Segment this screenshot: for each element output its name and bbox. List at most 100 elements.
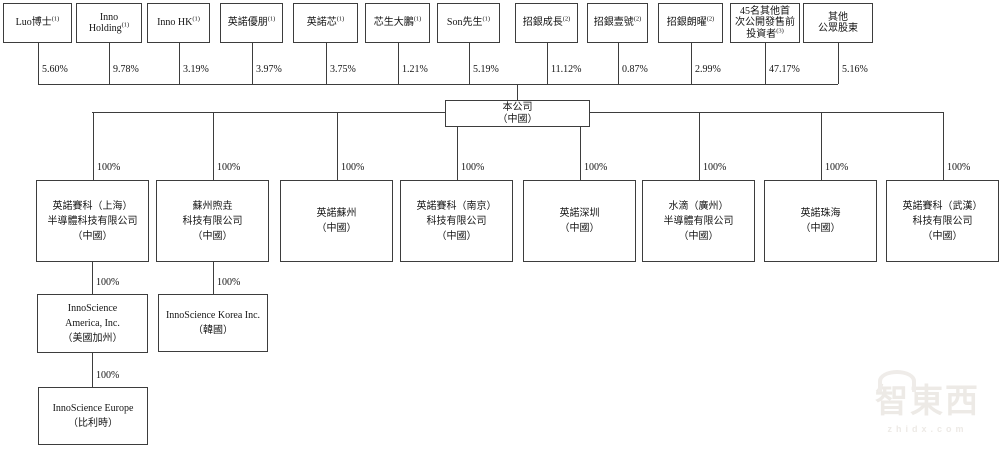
footnote-marker: (1) — [482, 15, 491, 23]
node-label: 英諾賽科（南京）科技有限公司（中國） — [403, 199, 510, 244]
ownership-percentage: 100% — [584, 162, 608, 173]
connector-line — [179, 43, 180, 84]
node-label: 蘇州煦垚科技有限公司 （中國） — [159, 199, 266, 244]
subsidiary-box: 英諾蘇州（中國） — [280, 180, 393, 262]
shareholder-box: Luo博士(1) — [3, 3, 72, 43]
node-line: Inno HK — [157, 17, 193, 29]
ownership-percentage: 3.19% — [183, 64, 209, 75]
node-label: Inno Holding(1) — [79, 12, 139, 35]
shareholder-box: Inno HK(1) — [147, 3, 210, 43]
node-line: 半導體科技有限公司 — [47, 215, 138, 227]
subsidiary-box: 水滴（廣州） 半導體有限公司 （中國） — [642, 180, 755, 262]
ownership-percentage: 100% — [703, 162, 727, 173]
footnote-marker: (2) — [562, 15, 571, 23]
node-line: 蘇州煦垚 — [192, 200, 233, 212]
node-line: InnoScience Europe — [52, 403, 134, 414]
node-line: （中國） — [678, 230, 719, 242]
node-label: 英諾珠海（中國） — [767, 206, 874, 236]
subsidiary-box: 英諾深圳 （中國） — [523, 180, 636, 262]
node-label: 招銀成長(2) — [518, 15, 575, 29]
node-line: 45名其他首 — [740, 5, 790, 17]
node-line: 科技有限公司 — [182, 215, 243, 227]
node-line: 其他 — [828, 11, 848, 23]
node-label: Luo博士(1) — [6, 16, 69, 29]
ownership-percentage: 5.16% — [842, 64, 868, 75]
footnote-marker: (1) — [121, 21, 130, 29]
footnote-marker: (1) — [192, 15, 200, 23]
node-line: 公眾股東 — [818, 23, 858, 34]
node-label: 英諾賽科（上海）半導體科技有限公司（中國） — [39, 199, 146, 244]
footnote-marker: (1) — [267, 15, 276, 23]
parent-company-box: 本公司（中國） — [445, 100, 590, 127]
node-label: Son先生(1) — [440, 15, 497, 29]
shareholder-box: 招銀朗曜(2) — [658, 3, 723, 43]
shareholder-bus-line — [38, 84, 838, 85]
node-label: 英諾賽科（武漢） 科技有限公司 （中國） — [889, 199, 996, 244]
node-line: 英諾蘇州 — [316, 208, 357, 219]
node-label: 其他公眾股東 — [806, 12, 870, 35]
overseas-subsidiary-box: InnoScience Europe（比利時） — [38, 387, 148, 445]
subsidiary-box: 蘇州煦垚科技有限公司 （中國） — [156, 180, 269, 262]
watermark: 智東西 zhidx.com — [860, 370, 995, 434]
connector-line — [580, 127, 581, 180]
ownership-percentage: 100% — [461, 162, 485, 173]
node-line: 水滴（廣州） — [668, 200, 729, 212]
footnote-marker: (2) — [706, 15, 715, 23]
node-line: InnoScience — [67, 303, 118, 314]
subsidiary-box: 英諾賽科（南京）科技有限公司（中國） — [400, 180, 513, 262]
ownership-percentage: 100% — [217, 162, 241, 173]
node-line: Luo博士 — [15, 17, 52, 29]
node-label: 英諾芯(1) — [296, 16, 355, 29]
shareholder-box: Inno Holding(1) — [76, 3, 142, 43]
footnote-marker: (1) — [413, 15, 422, 23]
node-line: （美國加州） — [62, 333, 123, 344]
node-line: 芯生大鵬 — [373, 17, 414, 29]
ownership-percentage: 47.17% — [769, 64, 800, 75]
footnote-marker: (3) — [776, 27, 784, 35]
ownership-percentage: 100% — [96, 277, 120, 288]
node-line: （中國） — [800, 223, 841, 234]
watermark-swoosh-icon — [878, 370, 916, 392]
connector-line — [326, 43, 327, 84]
node-line: 次公開發售前 — [735, 17, 795, 29]
node-line: 英諾深圳 — [559, 208, 600, 219]
shareholder-box: 45名其他首次公開發售前投資者(3) — [730, 3, 800, 43]
node-line: （中國） — [436, 230, 477, 242]
connector-line — [517, 84, 518, 100]
node-label: 芯生大鵬(1) — [368, 15, 427, 29]
ownership-percentage: 100% — [825, 162, 849, 173]
connector-line — [838, 43, 839, 84]
ownership-percentage: 100% — [947, 162, 971, 173]
node-line: InnoScience Korea Inc. — [165, 310, 261, 321]
node-line: 英諾賽科（武漢） — [902, 200, 983, 212]
node-line: （中國） — [922, 230, 963, 242]
subsidiary-box: 英諾賽科（武漢） 科技有限公司 （中國） — [886, 180, 999, 262]
node-line: （中國） — [192, 230, 233, 242]
ownership-percentage: 100% — [96, 370, 120, 381]
node-label: InnoScience Europe（比利時） — [41, 401, 145, 431]
connector-line — [398, 43, 399, 84]
connector-line — [109, 43, 110, 84]
node-label: 英諾蘇州（中國） — [283, 206, 390, 236]
node-label: 水滴（廣州） 半導體有限公司 （中國） — [645, 199, 752, 244]
node-line: 英諾賽科（上海） — [52, 200, 133, 212]
shareholder-box: 其他公眾股東 — [803, 3, 873, 43]
connector-line — [765, 43, 766, 84]
node-label: 英諾優朋(1) — [223, 15, 280, 29]
ownership-percentage: 3.97% — [256, 64, 282, 75]
connector-line — [821, 112, 822, 180]
node-line: （中國） — [559, 223, 600, 234]
shareholder-box: Son先生(1) — [437, 3, 500, 43]
node-line: 招銀朗曜 — [666, 17, 707, 29]
connector-line — [691, 43, 692, 84]
shareholder-box: 招銀壹號(2) — [587, 3, 648, 43]
node-line: 科技有限公司 — [912, 215, 973, 227]
footnote-marker: (2) — [633, 15, 642, 23]
node-label: 本公司（中國） — [448, 102, 587, 126]
ownership-percentage: 1.21% — [402, 64, 428, 75]
ownership-percentage: 5.19% — [473, 64, 499, 75]
node-line: 半導體有限公司 — [663, 215, 734, 227]
ownership-percentage: 2.99% — [695, 64, 721, 75]
